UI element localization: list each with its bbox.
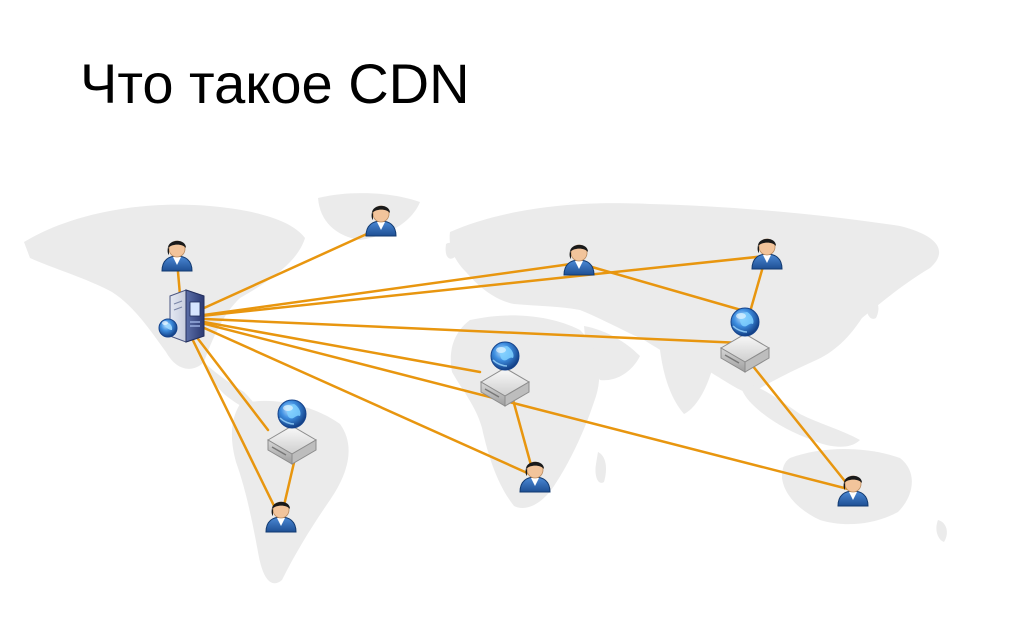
landmass-new-zealand	[936, 520, 947, 542]
landmass-africa	[450, 315, 600, 508]
link-origin-user-eu	[180, 261, 580, 320]
connections	[176, 226, 854, 518]
link-origin-edge-af	[180, 316, 482, 374]
landmass-madagascar	[595, 452, 606, 483]
link-origin-edge-as	[180, 316, 744, 345]
landmass-japan	[866, 299, 879, 319]
origin-server-icon	[158, 289, 205, 343]
landmass-uk	[445, 242, 457, 259]
link-user-eu-edge-as	[576, 261, 750, 314]
slide-title: Что такое CDN	[80, 52, 470, 115]
landmass-north-america	[24, 204, 305, 369]
landmass-southeast-asia	[740, 380, 860, 447]
landmass-india	[660, 350, 712, 414]
link-origin-user-au	[180, 316, 854, 492]
link-origin-user-ea	[180, 254, 768, 320]
link-edge-af-user-af	[510, 394, 536, 478]
link-origin-user-sa	[180, 316, 281, 518]
link-origin-user-af	[180, 316, 536, 478]
link-origin-user-gl	[180, 226, 382, 320]
landmass-central-america	[204, 362, 262, 414]
landmass-south-america	[231, 400, 349, 584]
link-edge-as-user-au	[746, 358, 854, 492]
